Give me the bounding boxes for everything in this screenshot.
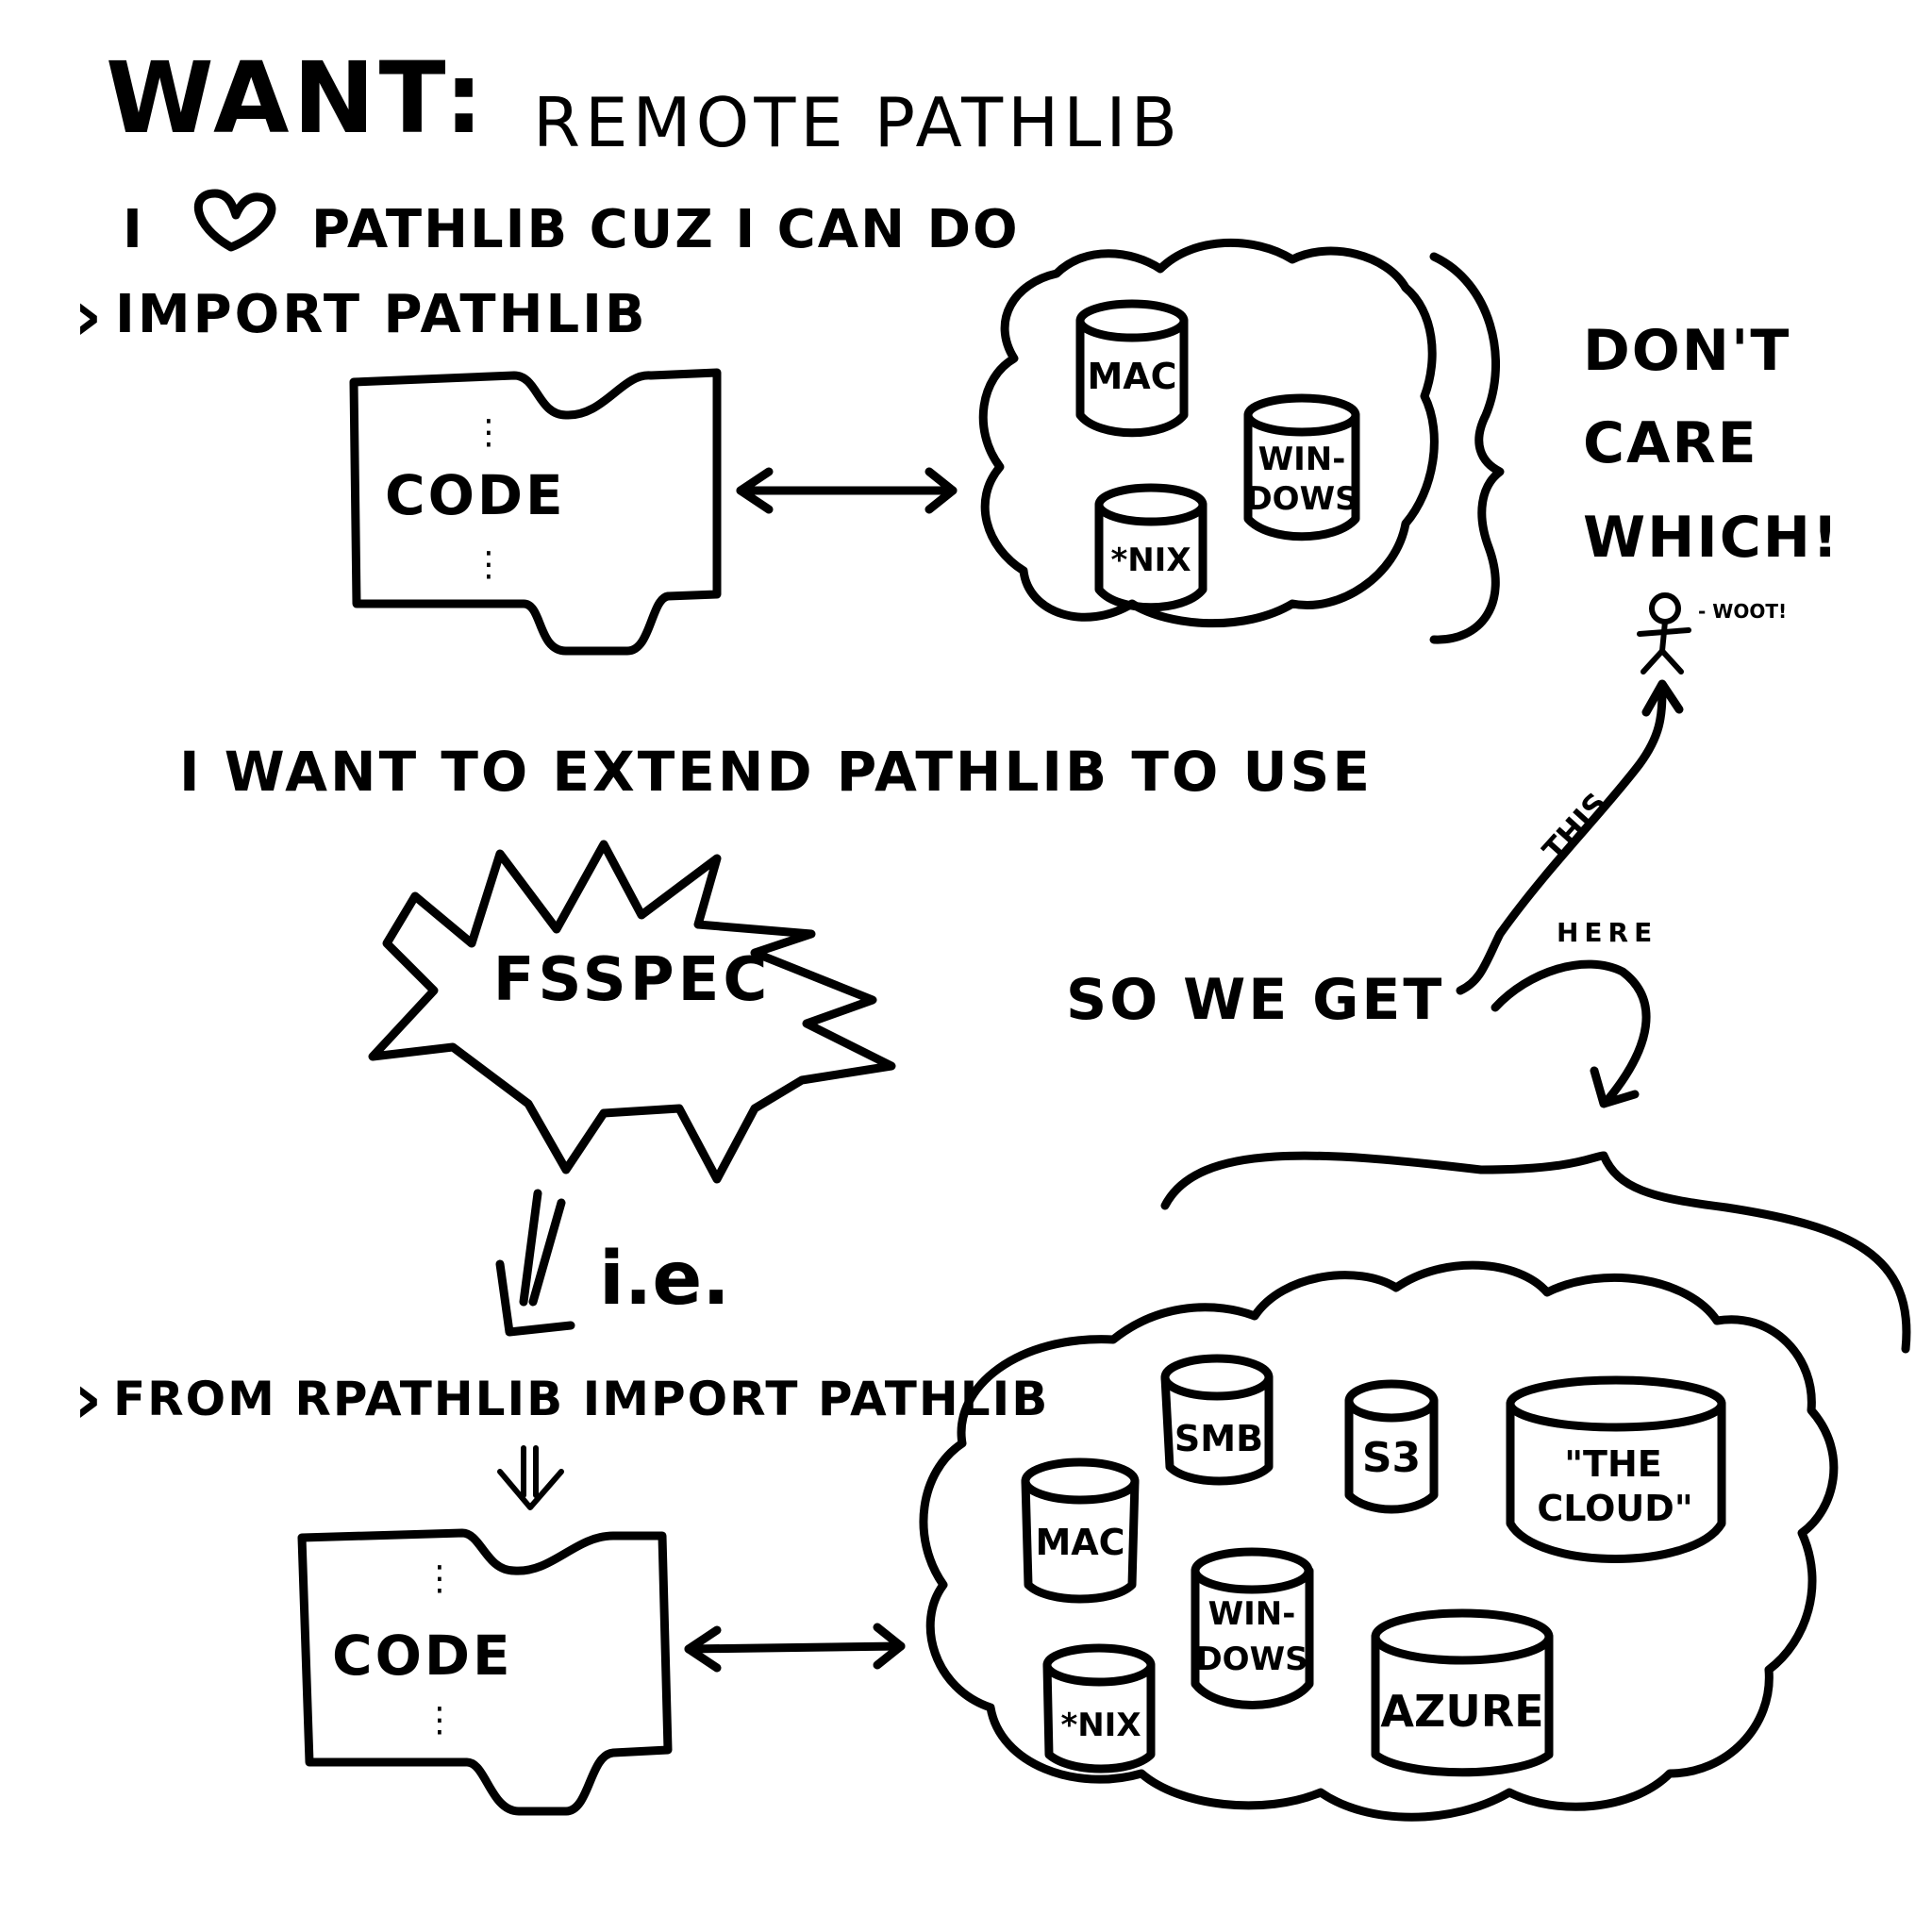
bottom-cylinder-azure: AZURE bbox=[1371, 1608, 1554, 1777]
top-code-label: CODE bbox=[385, 463, 566, 527]
bottom-drive-the: "THE bbox=[1564, 1443, 1661, 1485]
here-arrowhead bbox=[1590, 1066, 1640, 1108]
bottom-cylinder-s3: S3 bbox=[1344, 1379, 1439, 1514]
this-arrow bbox=[1456, 684, 1667, 995]
bottom-command-text: FROM RPATHLIB IMPORT PATHLIB bbox=[113, 1372, 1049, 1426]
here-arrow bbox=[1491, 959, 1651, 1104]
right-curly-brace bbox=[1429, 252, 1505, 644]
bottom-code-dots-lower: ⋮ bbox=[423, 1701, 457, 1740]
bottom-code-dots-upper: ⋮ bbox=[423, 1559, 457, 1598]
bottom-cloud-outline bbox=[919, 1260, 1839, 1822]
bottom-cylinder-nix: *NIX bbox=[1042, 1643, 1156, 1774]
stick-figure-caption: - WOOT! bbox=[1698, 600, 1787, 623]
top-command-prompt: › bbox=[74, 275, 103, 357]
top-drive-dows: DOWS bbox=[1245, 480, 1357, 518]
bottom-code-label: CODE bbox=[332, 1624, 513, 1688]
heart-icon bbox=[193, 189, 276, 252]
top-cloud-outline bbox=[978, 238, 1439, 628]
fsspec-burst bbox=[368, 840, 896, 1184]
top-cylinder-windows: WIN- DOWS bbox=[1243, 393, 1360, 541]
here-label: HERE bbox=[1557, 917, 1657, 948]
dont-care-line-1: DON'T bbox=[1583, 318, 1790, 384]
top-code-dots-upper: ⋮ bbox=[472, 413, 506, 452]
bottom-cylinder-smb: SMB bbox=[1160, 1354, 1274, 1486]
ie-label: i.e. bbox=[599, 1237, 730, 1322]
bottom-down-arrow bbox=[497, 1445, 564, 1510]
bottom-code-box: ⋮ CODE ⋮ bbox=[297, 1528, 673, 1816]
top-cylinder-nix: *NIX bbox=[1094, 483, 1208, 612]
bottom-drive-nix: *NIX bbox=[1060, 1707, 1141, 1744]
bottom-cloud-brace bbox=[1160, 1151, 1911, 1354]
intro-i: I bbox=[123, 199, 142, 260]
so-we-get: SO WE GET bbox=[1066, 967, 1444, 1033]
top-code-dots-lower: ⋮ bbox=[472, 545, 506, 584]
intro-text: PATHLIB CUZ I CAN DO bbox=[311, 199, 1020, 260]
title-want: WANT: bbox=[106, 41, 487, 156]
top-drive-mac: MAC bbox=[1087, 356, 1176, 397]
bottom-cylinder-windows: WIN- DOWS bbox=[1191, 1547, 1314, 1709]
bottom-drive-s3: S3 bbox=[1362, 1434, 1421, 1482]
bottom-double-arrow bbox=[684, 1623, 906, 1673]
bottom-drive-mac: MAC bbox=[1035, 1522, 1124, 1563]
bottom-drive-smb: SMB bbox=[1174, 1418, 1263, 1459]
bottom-drive-dows: DOWS bbox=[1195, 1641, 1307, 1678]
bottom-cylinder-mac: MAC bbox=[1021, 1457, 1140, 1604]
bottom-drive-win: WIN- bbox=[1208, 1595, 1296, 1633]
top-double-arrow bbox=[736, 467, 958, 514]
middle-line: I WANT TO EXTEND PATHLIB TO USE bbox=[179, 740, 1373, 804]
dont-care-line-2: CARE bbox=[1583, 410, 1758, 476]
top-command-text: IMPORT PATHLIB bbox=[115, 284, 648, 345]
this-label: THIS bbox=[1536, 786, 1615, 869]
stick-figure-icon bbox=[1637, 592, 1691, 675]
top-code-box: ⋮ CODE ⋮ bbox=[349, 368, 722, 656]
bottom-drive-cloud: CLOUD" bbox=[1537, 1488, 1692, 1529]
this-arrowhead bbox=[1641, 679, 1684, 717]
top-cylinder-mac: MAC bbox=[1075, 299, 1189, 438]
bottom-drive-azure: AZURE bbox=[1380, 1686, 1543, 1737]
title-subject: REMOTE PATHLIB bbox=[533, 83, 1182, 162]
bottom-command-prompt: › bbox=[74, 1358, 103, 1440]
top-drive-nix: *NIX bbox=[1110, 541, 1191, 579]
bottom-cylinder-the-cloud: "THE CLOUD" bbox=[1506, 1375, 1726, 1563]
fsspec-label: FSSPEC bbox=[493, 945, 772, 1015]
dont-care-line-3: WHICH! bbox=[1583, 505, 1840, 571]
ie-down-arrow bbox=[495, 1189, 575, 1337]
top-drive-win: WIN- bbox=[1258, 441, 1346, 478]
